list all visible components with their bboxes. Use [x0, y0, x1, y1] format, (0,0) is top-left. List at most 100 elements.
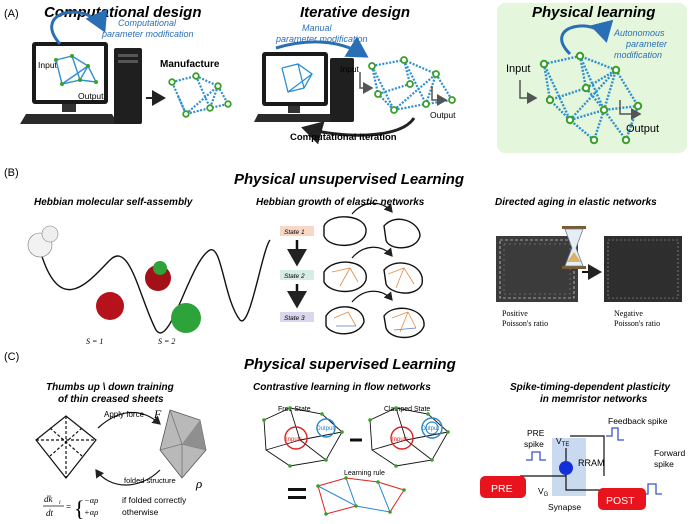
pre-spike-waveform [526, 451, 546, 461]
svg-text:dt: dt [46, 508, 54, 518]
physical-output-arrow [619, 100, 642, 120]
stdp-title-line1: Spike-timing-dependent plasticity [510, 382, 670, 393]
screen-network-nodes [54, 54, 98, 86]
contrastive-title: Contrastive learning in flow networks [253, 382, 431, 393]
negative-line1: Negative [614, 309, 643, 318]
svg-text:i: i [59, 500, 61, 506]
iterative-design-title: Iterative design [300, 4, 410, 21]
growth-edges-blue [336, 325, 417, 331]
iterative-input-arrow [359, 72, 374, 94]
vg-label: VG [538, 486, 549, 498]
forward-spike-line2: spike [654, 459, 674, 469]
physical-mod-line2: parameter [625, 39, 668, 49]
manufactured-network [170, 74, 230, 116]
computational-iteration-arrow [301, 117, 416, 145]
learning-rule-label: Learning rule [344, 470, 385, 477]
pre-neuron [480, 476, 526, 498]
pre-spike-line2: spike [524, 439, 544, 449]
s2-label: S = 2 [158, 337, 175, 346]
free-output-label: Output [316, 426, 334, 432]
physical-output-label: Output [626, 123, 659, 135]
directed-aging-title: Directed aging in elastic networks [495, 197, 657, 208]
iterative-output-arrow [431, 86, 448, 106]
contrastive-nodes [262, 406, 450, 468]
negative-network [604, 236, 682, 302]
panel-b-title: Physical unsupervised Learning [234, 171, 464, 188]
iterative-mod-line2: parameter modification [275, 34, 368, 44]
hourglass-icon [562, 226, 586, 269]
growth-edges [331, 267, 417, 333]
fold-return-arrow [95, 469, 161, 486]
clamped-state-label: Clamped State [384, 406, 430, 413]
forward-spike-waveform [640, 483, 662, 495]
free-state-label: Free State [278, 406, 311, 413]
vte-label: VTE [556, 436, 569, 448]
panel-c-tag: (C) [4, 351, 19, 363]
physical-mod-line1: Autonomous [613, 28, 665, 38]
rho-symbol: ρ [195, 476, 202, 491]
computational-iteration-label: Computational iteration [290, 132, 397, 143]
computational-design-title: Computational design [44, 4, 202, 21]
learning-rule-nodes [316, 476, 406, 516]
computational-mod-line2: parameter modification [101, 29, 194, 39]
state1-label: State 1 [284, 229, 305, 236]
svg-text:dk: dk [44, 494, 54, 504]
synapse-label: Synapse [548, 502, 581, 512]
physical-network-nodes [539, 51, 643, 145]
growth-curved-arrows [351, 202, 393, 303]
rram-element [559, 461, 573, 475]
folded-structure-label: folded structure [124, 476, 176, 485]
post-neuron-label: POST [606, 495, 635, 507]
svg-text:−αρ: −αρ [84, 495, 98, 505]
computational-input-label: Input [38, 60, 58, 70]
computational-mod-line1: Computational [118, 18, 177, 28]
equals-sign [288, 488, 306, 499]
iterative-computer-icon [254, 52, 354, 122]
physical-learning-title: Physical learning [532, 4, 655, 21]
thumbs-title-line1: Thumbs up \ down training [46, 382, 174, 393]
state2-label: State 2 [284, 273, 305, 280]
pre-neuron-label: PRE [491, 483, 513, 495]
stdp-title-line2: in memristor networks [540, 394, 648, 405]
iterative-input-label: Input [340, 64, 360, 74]
forward-spike-line1: Forward [654, 448, 685, 458]
state3-label: State 3 [284, 315, 305, 322]
computational-output-label: Output [78, 91, 104, 101]
flat-sheet [35, 415, 97, 479]
positive-line2: Poisson's ratio [502, 319, 548, 328]
folded-sheet [159, 409, 207, 479]
post-neuron [598, 488, 646, 510]
clamped-output-label: Output [421, 426, 439, 432]
iterative-network [370, 58, 454, 112]
svg-text:otherwise: otherwise [122, 507, 159, 517]
physical-input-arrow [519, 80, 538, 104]
panel-b-tag: (B) [4, 167, 19, 179]
negative-line2: Poisson's ratio [614, 319, 660, 328]
computer-icon [20, 42, 142, 124]
panel-c-title: Physical supervised Learning [244, 356, 456, 373]
pre-spike-line1: PRE [527, 428, 545, 438]
svg-text:+αρ: +αρ [84, 507, 98, 517]
svg-text:if folded correctly: if folded correctly [122, 495, 187, 505]
energy-landscape [27, 225, 271, 334]
physical-mod-line3: modification [614, 50, 662, 60]
computational-loop-arrow [50, 8, 108, 45]
rram-label: RRAM [578, 458, 605, 468]
manufactured-network-nodes [168, 72, 232, 118]
svg-text:{: { [74, 496, 85, 521]
growth-shapes [323, 216, 425, 339]
apply-force-arrow [97, 411, 161, 429]
iterative-mod-line1: Manual [302, 23, 333, 33]
feedback-spike-label: Feedback spike [608, 416, 668, 426]
iterative-network-nodes [368, 56, 456, 114]
iterative-output-label: Output [430, 110, 456, 120]
hebbian-assembly-title: Hebbian molecular self-assembly [34, 197, 193, 208]
svg-text:=: = [66, 502, 71, 512]
s1-label: S = 1 [86, 337, 103, 346]
screen-network [55, 55, 98, 85]
force-symbol: F [153, 407, 162, 421]
free-inputs-label: Inputs [286, 437, 302, 443]
hebbian-growth-title: Hebbian growth of elastic networks [256, 197, 425, 208]
panel-a-tag: (A) [4, 8, 19, 20]
